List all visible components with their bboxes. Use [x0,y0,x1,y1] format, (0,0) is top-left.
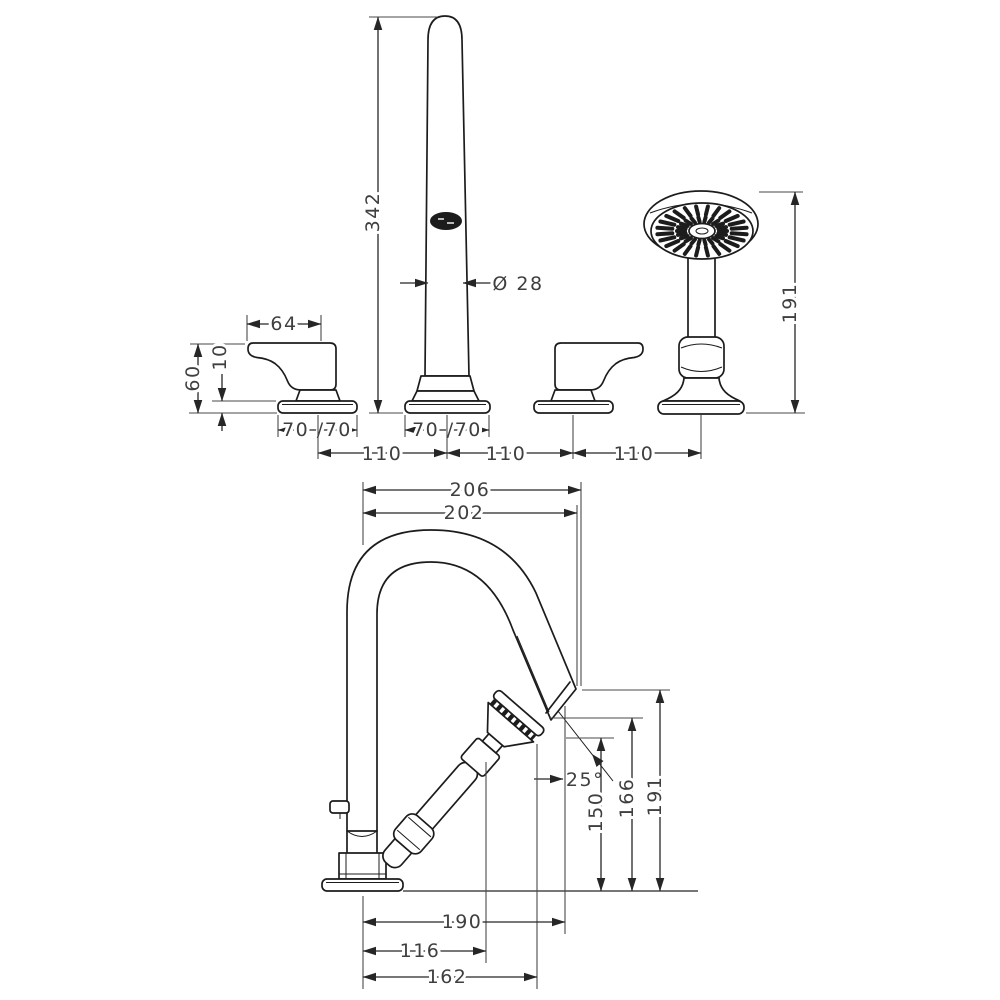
handle-stem [295,389,341,402]
dim-handle-height: 60 [182,364,204,391]
holder-flare [662,377,741,402]
spout-column [424,15,470,377]
front-view: 342 Ø 28 64 60 10 70 /70 [179,15,805,468]
nozzle-pattern [655,204,749,258]
dim-handle-length: 64 [270,313,297,335]
hand-shower-front [643,190,759,415]
holder-escutcheon [657,400,745,415]
spout-front [404,15,491,414]
dim-spacing-left: 110 [362,443,403,465]
brand-badge [430,212,462,230]
side-view-dimensions: 206 202 25° 150 166 191 [362,476,698,991]
hand-shower-side [382,689,545,869]
dim-handshower-height: 191 [779,283,801,324]
gooseneck-tube [346,529,577,856]
shower-head-cone [486,701,535,748]
dim-spout-height: 342 [362,192,384,233]
dim-base-reach-holder: 116 [400,940,441,962]
dim-base-reach-shower-face: 162 [427,966,468,988]
handle-lever [247,342,337,391]
spout-outlet-face [545,681,571,714]
nozzle-band [489,699,537,741]
spout-base-escutcheon [321,878,404,892]
dim-reach-outer: 206 [450,479,491,501]
dim-handle-escutcheon: 70 /70 [282,419,352,441]
right-handle [533,342,644,414]
dim-escutcheon-height: 10 [209,343,231,370]
dim-outlet-height-outer: 191 [644,776,666,817]
diverter-knob [329,800,350,814]
spout-escutcheon [404,400,491,414]
left-handle [247,342,358,414]
side-view: 206 202 25° 150 166 191 [321,476,698,991]
dim-spout-escutcheon: 70 /70 [412,419,482,441]
dim-outlet-height-inner: 150 [585,792,607,833]
dim-spout-diameter: Ø 28 [492,273,543,295]
shower-handle [687,247,716,341]
spout-side [321,529,577,892]
handle-escutcheon [277,400,358,414]
dim-spacing-right: 110 [614,443,655,465]
shower-face-ring [492,689,545,737]
dim-outlet-height-mid: 166 [616,778,638,819]
shower-handle-side [382,761,479,869]
spout-base-block [338,852,387,880]
dim-reach-inner: 202 [444,502,485,524]
front-view-dimensions: 342 Ø 28 64 60 10 70 /70 [179,16,805,468]
dim-handshower-angle: 25° [566,769,604,791]
dim-spacing-middle: 110 [486,443,527,465]
shower-holder-sleeve [392,813,435,855]
shower-face-badge [688,222,716,240]
dim-base-reach-spout-tip: 190 [442,911,483,933]
